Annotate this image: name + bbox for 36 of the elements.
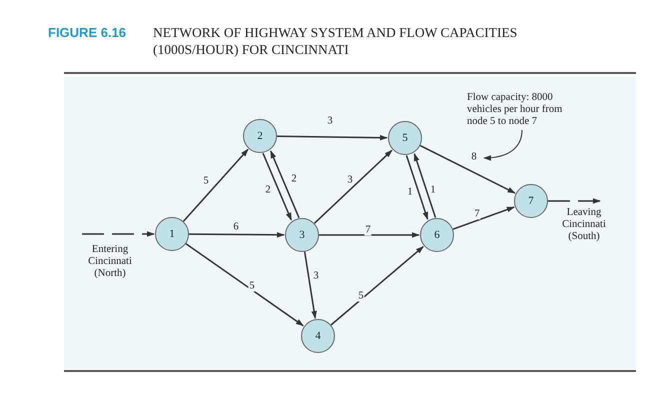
edge-label: 5 (202, 176, 210, 186)
edge-label: 8 (470, 152, 478, 162)
figure-number: FIGURE 6.16 (48, 25, 126, 40)
edge-label: 5 (248, 280, 256, 292)
road-arrow (420, 144, 516, 194)
road-arrow (185, 243, 304, 326)
road-arrow (452, 206, 515, 230)
road-arrow (319, 232, 420, 238)
road-arrow (262, 152, 292, 221)
edge-label: 3 (326, 116, 334, 126)
road-arrow (406, 155, 428, 220)
edge-label: 7 (473, 208, 481, 220)
road-arrow (330, 246, 424, 326)
road-arrow (548, 198, 601, 204)
road-arrow (314, 150, 392, 224)
annotation-text: Flow capacity: 8000 vehicles per hour from node 5 to node 7 (467, 92, 585, 128)
road-arrow (189, 232, 285, 238)
figure-title: NETWORK OF HIGHWAY SYSTEM AND FLOW CAPACITIES (1000S/HOUR) FOR CINCINNATI (153, 24, 518, 58)
edge-label: 7 (364, 224, 372, 236)
direction-label: Leaving Cincinnati (South) (553, 207, 615, 243)
road-arrow (182, 148, 249, 222)
edge-label: 5 (357, 290, 365, 302)
edge-label: 2 (290, 174, 298, 184)
road-arrow (270, 150, 300, 218)
leader-arrow (483, 130, 522, 161)
road-arrow (414, 153, 436, 218)
edge-label: 6 (232, 222, 240, 232)
road-arrow (276, 134, 388, 140)
road-arrow (304, 252, 317, 319)
edge-label: 3 (312, 270, 320, 282)
edge-label: 1 (406, 186, 414, 198)
road-arrow (82, 231, 155, 237)
edge-label: 1 (429, 184, 437, 196)
edge-label: 2 (264, 184, 272, 196)
edge-label: 3 (346, 174, 354, 186)
direction-label: Entering Cincinnati (North) (87, 244, 133, 280)
